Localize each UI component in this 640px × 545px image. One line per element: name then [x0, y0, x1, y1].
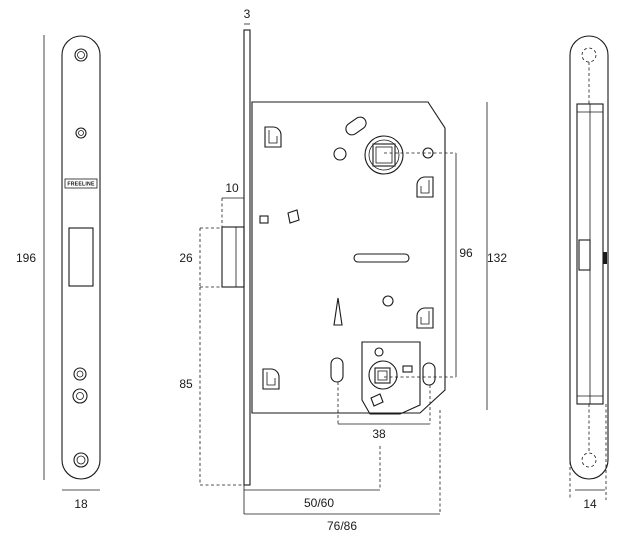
bolt-cam-hole — [374, 347, 384, 357]
bolt-square-hole — [374, 367, 391, 384]
lower-pill-slot-right — [422, 362, 436, 386]
small-hole-upper — [333, 147, 347, 161]
backset-label: 50/60 — [304, 496, 334, 510]
bolt-tilted-slot — [370, 393, 384, 407]
faceplate-bolt-hole-1 — [73, 367, 87, 381]
faceplate-top-screw-hole-inner — [77, 51, 85, 59]
bolt-square-inner — [377, 370, 388, 381]
latch-projection-label: 10 — [225, 181, 239, 195]
side-plate-outline — [569, 35, 609, 480]
faceplate-bolt-hole-1-inner — [76, 370, 84, 378]
spindle-follower-outer — [364, 135, 404, 175]
mount-tab-bottom-left — [262, 368, 280, 390]
faceplate-bottom-screw-hole — [73, 452, 89, 468]
depth-label: 76/86 — [327, 519, 357, 533]
side-bottom-hole — [581, 452, 597, 468]
faceplate-top-screw-hole — [74, 48, 88, 62]
side-top-hole — [581, 47, 597, 63]
latch-opening — [68, 227, 94, 287]
side-width-label: 14 — [583, 497, 597, 511]
mount-tab-top-left-inner — [268, 130, 278, 144]
faceplate-bolt-hole-2-inner — [76, 392, 84, 400]
latch-to-bolt-label: 85 — [179, 377, 193, 391]
pill-slot-diagonal — [345, 116, 367, 136]
mount-tab-mid-right-inner — [420, 180, 430, 194]
brand-label: FREELINE — [67, 182, 95, 188]
spindle-square-inner — [375, 146, 393, 164]
side-latch-tab — [603, 252, 607, 264]
bolt-follower — [368, 360, 398, 390]
mount-tab-lower-right-inner — [420, 311, 430, 325]
lock-body-view: 3 10 26 85 — [179, 7, 507, 533]
faceplate-width-label: 18 — [74, 497, 88, 511]
spindle-follower-ring — [368, 139, 400, 171]
faceplate-outline — [61, 35, 101, 480]
faceplate-upper-hole — [75, 127, 87, 139]
faceplate-height-label: 196 — [16, 251, 36, 265]
faceplate-bottom-screw-hole-inner — [76, 455, 86, 465]
mount-tab-top-left — [264, 126, 282, 148]
horizontal-slot — [353, 253, 410, 263]
side-latch-notch — [578, 239, 591, 271]
faceplate-side-view: 14 — [569, 35, 609, 511]
latch-height-label: 26 — [179, 251, 193, 265]
body-height-label: 132 — [487, 251, 507, 265]
lock-case-outline — [251, 101, 446, 414]
spindle-square-hole — [372, 143, 396, 167]
spindle-to-bolt-label: 96 — [459, 246, 473, 260]
tilted-slot — [287, 209, 300, 224]
faceplate-bolt-hole-2 — [72, 388, 88, 404]
latch-bolt — [221, 226, 245, 288]
bolt-square-width-label: 38 — [372, 427, 386, 441]
bolt-cam-plate — [361, 341, 421, 415]
faceplate-upper-hole-inner — [78, 130, 84, 136]
mount-tab-lower-right — [416, 307, 434, 329]
plate-thickness-label: 3 — [244, 7, 251, 21]
small-square — [259, 215, 269, 224]
brand-label-box — [64, 178, 98, 189]
lower-pill-slot-left — [330, 357, 344, 383]
vertical-spring-slot — [333, 297, 343, 326]
faceplate-front-view: FREELINE 196 18 — [16, 35, 101, 511]
mount-tab-mid-right — [416, 176, 434, 198]
mount-tab-bottom-left-inner — [266, 372, 276, 386]
bolt-notch — [402, 365, 413, 373]
small-hole-center — [382, 295, 394, 307]
front-plate — [243, 29, 251, 486]
